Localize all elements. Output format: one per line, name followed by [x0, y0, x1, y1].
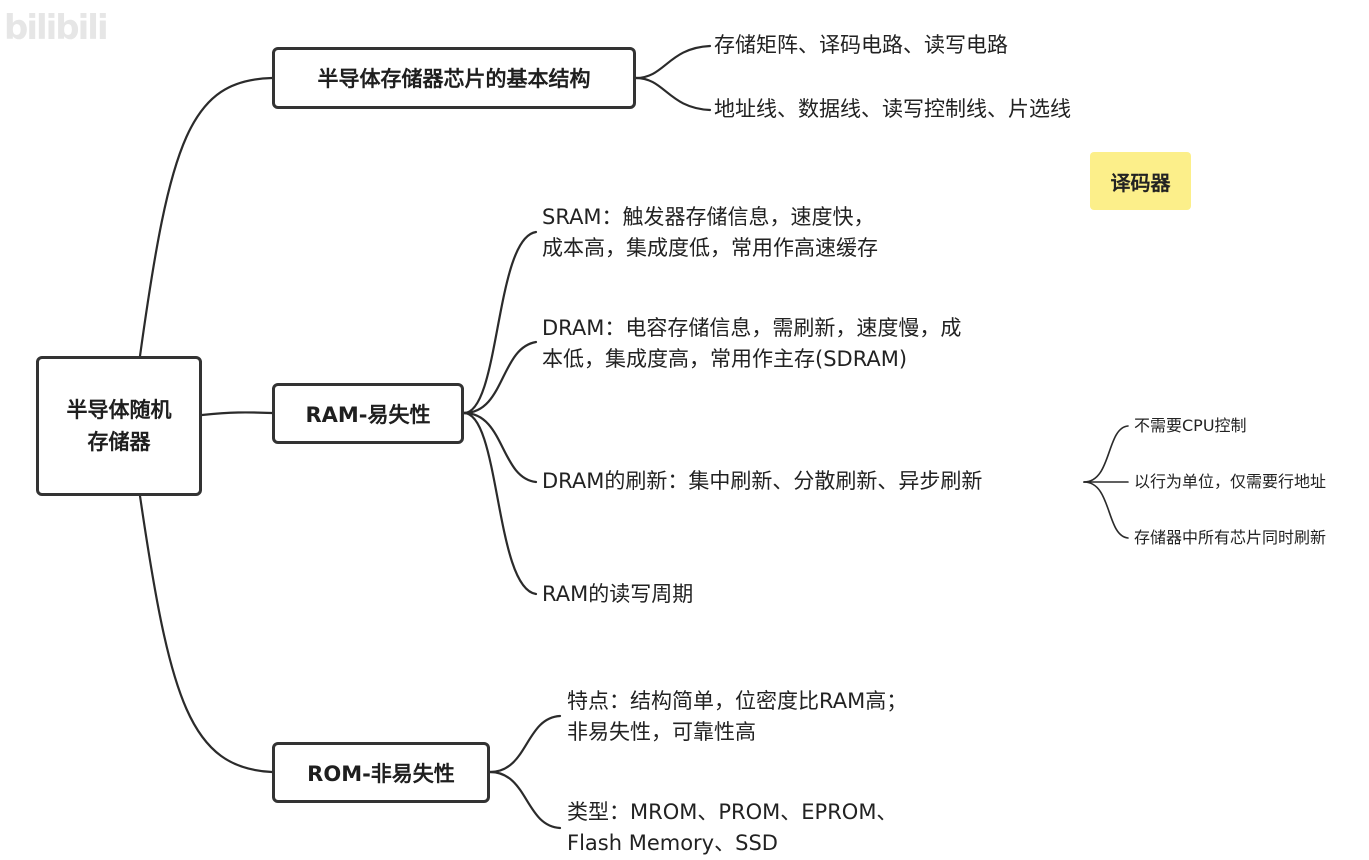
connector-basic-item1: [634, 44, 712, 80]
connector-root-rom: [138, 494, 274, 774]
leaf-ram-sram[interactable]: SRAM：触发器存储信息，速度快， 成本高，集成度低，常用作高速缓存: [542, 202, 878, 264]
sticky-note-decoder-label: 译码器: [1110, 170, 1171, 195]
branch-node-rom-label: ROM-非易失性: [307, 761, 455, 786]
connector-ram-dram: [462, 340, 538, 415]
connector-rom-types: [488, 770, 562, 830]
connector-ram-cycle: [462, 411, 538, 596]
branch-node-ram-label: RAM-易失性: [305, 402, 431, 427]
root-node[interactable]: 半导体随机存储器: [36, 356, 202, 496]
branch-node-ram[interactable]: RAM-易失性: [272, 383, 464, 444]
leaf-rom-features-line1: 特点：结构简单，位密度比RAM高；: [567, 689, 908, 713]
connector-root-ram: [200, 411, 274, 417]
connector-refresh-note3: [1083, 481, 1129, 539]
connector-ram-refresh: [462, 411, 538, 484]
leaf-ram-sram-line2: 成本高，集成度低，常用作高速缓存: [542, 236, 878, 260]
leaf-rom-types-line1: 类型：MROM、PROM、EPROM、: [567, 800, 898, 824]
branch-node-rom[interactable]: ROM-非易失性: [272, 742, 490, 803]
leaf-refresh-note-row-unit[interactable]: 以行为单位，仅需要行地址: [1134, 472, 1327, 491]
leaf-ram-dram-line1: DRAM：电容存储信息，需刷新，速度慢，成: [542, 316, 962, 340]
leaf-rom-types-line2: Flash Memory、SSD: [567, 831, 778, 855]
connector-root-basic: [138, 76, 274, 358]
leaf-ram-sram-line1: SRAM：触发器存储信息，速度快，: [542, 205, 875, 229]
connector-rom-features: [488, 714, 562, 774]
branch-node-basic-structure-label: 半导体存储器芯片的基本结构: [317, 67, 591, 91]
connector-ram-sram: [462, 230, 538, 415]
leaf-ram-dram-line2: 本低，集成度高，常用作主存(SDRAM): [542, 347, 908, 371]
root-node-label: 半导体随机存储器: [66, 398, 172, 454]
leaf-refresh-note-no-cpu[interactable]: 不需要CPU控制: [1134, 416, 1247, 435]
leaf-rom-features-line2: 非易失性，可靠性高: [567, 720, 756, 744]
branch-node-basic-structure[interactable]: 半导体存储器芯片的基本结构: [272, 47, 636, 109]
leaf-refresh-note-all-chips[interactable]: 存储器中所有芯片同时刷新: [1134, 528, 1327, 547]
leaf-ram-rw-cycle[interactable]: RAM的读写周期: [542, 582, 694, 606]
leaf-ram-dram-refresh[interactable]: DRAM的刷新：集中刷新、分散刷新、异步刷新: [542, 469, 983, 493]
connector-basic-item2: [634, 76, 712, 112]
leaf-ram-dram[interactable]: DRAM：电容存储信息，需刷新，速度慢，成 本低，集成度高，常用作主存(SDRA…: [542, 313, 961, 375]
sticky-note-decoder[interactable]: 译码器: [1090, 152, 1191, 210]
leaf-basic-storage-circuits[interactable]: 存储矩阵、译码电路、读写电路: [714, 33, 1008, 57]
connector-refresh-note1: [1083, 425, 1129, 483]
leaf-rom-types[interactable]: 类型：MROM、PROM、EPROM、 Flash Memory、SSD: [567, 797, 897, 859]
bilibili-watermark: bilibili: [4, 8, 109, 48]
leaf-rom-features[interactable]: 特点：结构简单，位密度比RAM高； 非易失性，可靠性高: [567, 686, 907, 748]
leaf-basic-signal-lines[interactable]: 地址线、数据线、读写控制线、片选线: [714, 97, 1071, 121]
